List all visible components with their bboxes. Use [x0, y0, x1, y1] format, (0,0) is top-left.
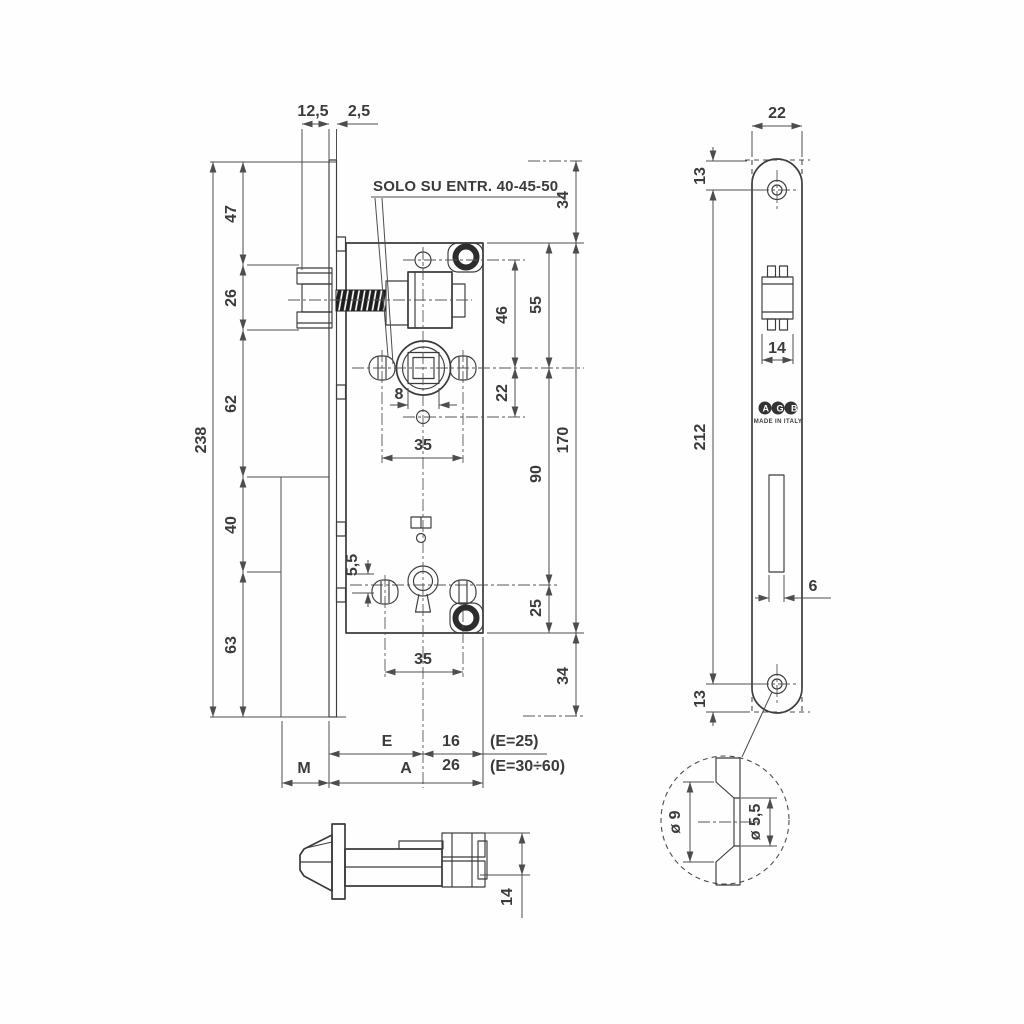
through-fixing-slots-bottom: [371, 579, 477, 605]
detail-bubble-circle: [660, 755, 790, 885]
dim-14-side: 14: [499, 888, 516, 906]
stop-works-holes: [410, 516, 432, 544]
dim-34-top: 34: [555, 191, 572, 209]
dim-M: M: [297, 760, 310, 777]
dim-dia-9: ø 9: [667, 810, 684, 833]
section-wall-top: [715, 757, 741, 799]
dim-right-chain: 46 22 55 90 25 34 170 34: [487, 160, 584, 717]
forend-top-screw-hole: [757, 170, 797, 210]
forend-latch-opening: [761, 265, 794, 331]
dim-E25: (E=25): [490, 733, 538, 750]
dim-55: 55: [528, 296, 545, 314]
latch-spring-assembly: [288, 271, 472, 329]
dim-22: 22: [494, 384, 511, 402]
note-solo-su-entr: SOLO SU ENTR. 40-45-50: [371, 178, 565, 365]
dim-forend: 22 13 212 13 14 6: [692, 105, 831, 726]
latch-spring-coil: [335, 289, 387, 312]
dim-2-5: 2,5: [348, 103, 370, 120]
dim-238: 238: [193, 427, 210, 454]
dim-62: 62: [223, 395, 240, 413]
dim-16: 16: [442, 733, 460, 750]
dim-35-bottom: 35: [414, 651, 432, 668]
forend-front-view: AGB MADE IN ITALY 22 13 212: [692, 105, 831, 758]
dim-8: 8: [395, 386, 404, 403]
latch-bolt-side-view: 14: [299, 823, 530, 918]
dim-90: 90: [528, 465, 545, 483]
brand-letters: AGB: [763, 404, 806, 414]
note-label: SOLO SU ENTR. 40-45-50: [373, 178, 558, 195]
dim-14-latch: 14: [768, 340, 786, 357]
dim-25: 25: [528, 599, 545, 617]
square-end-option-dashed: [745, 159, 810, 713]
forend-bottom-screw-hole: [757, 664, 797, 704]
dim-dia-5-5: ø 5,5: [747, 804, 764, 841]
dim-E30-60: (E=30÷60): [490, 758, 565, 775]
dim-34-bottom: 34: [555, 667, 572, 685]
dim-22-width: 22: [768, 105, 786, 122]
case-corner-bolt-holes: [452, 243, 480, 632]
dim-left-chain: 47 26 62 40 63 238: [193, 161, 346, 718]
forend-deadbolt-slot: [768, 474, 785, 573]
dim-5-5: 5,5: [344, 554, 361, 576]
section-wall-bottom: [715, 845, 741, 886]
dim-40: 40: [223, 516, 240, 534]
dim-countersink: ø 9 ø 5,5: [667, 781, 777, 863]
dim-212: 212: [692, 424, 709, 451]
agb-brand-logo: AGB MADE IN ITALY: [754, 401, 806, 425]
latch-flange: [331, 823, 346, 900]
dim-13-top: 13: [692, 167, 709, 185]
dim-inner: 8 35 5,5 35: [344, 350, 464, 677]
dim-bottom-rows: E 16 (E=25) 26 (E=30÷60) M A: [281, 637, 565, 788]
dim-top: 12,5 2,5: [297, 103, 378, 270]
dim-A: A: [400, 760, 412, 777]
dim-47: 47: [223, 205, 240, 223]
dim-170: 170: [555, 427, 572, 454]
dim-46: 46: [494, 306, 511, 324]
made-in-italy-label: MADE IN ITALY: [754, 419, 803, 425]
dim-12-5: 12,5: [297, 103, 328, 120]
dim-13-bottom: 13: [692, 690, 709, 708]
cylinder-fixing-hole: [403, 409, 525, 425]
dim-63: 63: [223, 636, 240, 654]
countersink-hole-detail: ø 9 ø 5,5: [660, 755, 790, 886]
dim-E: E: [382, 733, 393, 750]
door-edge-outline: [280, 476, 329, 717]
dim-6-slot: 6: [809, 578, 818, 595]
latch-bolt-front: [296, 267, 333, 329]
latch-rear-clip: [441, 832, 488, 888]
forend-outline: [751, 158, 803, 714]
dim-latch-height: 14: [447, 832, 530, 918]
lock-body-front-view: SOLO SU ENTR. 40-45-50 12,5 2,5: [193, 103, 584, 788]
detail-leader-line: [741, 691, 773, 758]
forend-plate-edge: [328, 159, 338, 718]
dim-26: 26: [223, 289, 240, 307]
dim-35-top: 35: [414, 437, 432, 454]
dim-26-alt: 26: [442, 757, 460, 774]
